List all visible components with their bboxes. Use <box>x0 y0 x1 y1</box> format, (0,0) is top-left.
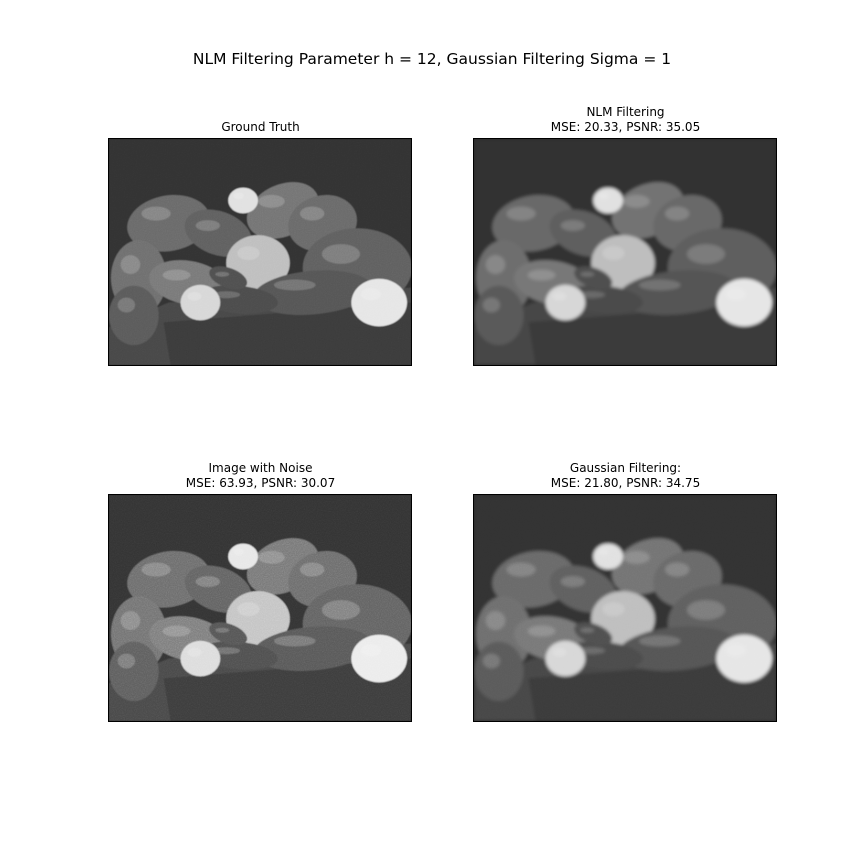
highlight <box>485 255 506 275</box>
noise-overlay <box>109 495 411 721</box>
pepper-stem-area <box>574 266 613 290</box>
highlight <box>560 220 586 231</box>
image-noisy <box>108 494 412 722</box>
peppers-image <box>474 139 776 365</box>
pepper-small-white <box>593 187 624 214</box>
highlight <box>482 297 501 313</box>
peppers-image <box>109 139 411 365</box>
panel-title-line2: MSE: 63.93, PSNR: 30.07 <box>185 476 336 490</box>
highlight <box>686 244 726 264</box>
highlight <box>580 271 595 277</box>
panel-title-line2: MSE: 20.33, PSNR: 35.05 <box>550 120 701 134</box>
noise-overlay <box>109 139 411 365</box>
panel-title-nlm: NLM Filtering MSE: 20.33, PSNR: 35.05 <box>473 105 778 135</box>
garlic-bulb <box>716 278 773 327</box>
image-gaussian <box>473 494 777 722</box>
peppers-image <box>109 495 411 721</box>
panel-title-noisy: Image with Noise MSE: 63.93, PSNR: 30.07 <box>108 461 413 491</box>
highlight <box>664 206 690 221</box>
highlight <box>623 194 650 208</box>
noise-overlay <box>474 495 776 721</box>
panel-title-ground-truth: Ground Truth <box>108 120 413 135</box>
image-ground-truth <box>108 138 412 366</box>
panel-title-line2: MSE: 21.80, PSNR: 34.75 <box>550 476 701 490</box>
pepper-front-white <box>545 284 586 321</box>
highlight <box>506 206 536 221</box>
image-nlm <box>473 138 777 366</box>
peppers-image <box>474 495 776 721</box>
table-front <box>528 302 776 365</box>
panel-title-line1: Image with Noise <box>208 461 313 475</box>
panel-title-line1: Ground Truth <box>221 120 300 134</box>
pepper-left-low <box>474 285 524 346</box>
highlight <box>602 246 625 261</box>
highlight <box>577 291 606 299</box>
panel-title-line1: NLM Filtering <box>586 105 665 119</box>
panel-title-gaussian: Gaussian Filtering: MSE: 21.80, PSNR: 34… <box>473 461 778 491</box>
highlight <box>638 279 681 291</box>
figure-title: NLM Filtering Parameter h = 12, Gaussian… <box>192 50 672 68</box>
highlight <box>598 192 609 200</box>
highlight <box>527 269 556 281</box>
highlight <box>552 291 567 301</box>
panel-title-line1: Gaussian Filtering: <box>569 461 682 475</box>
highlight <box>726 288 746 301</box>
